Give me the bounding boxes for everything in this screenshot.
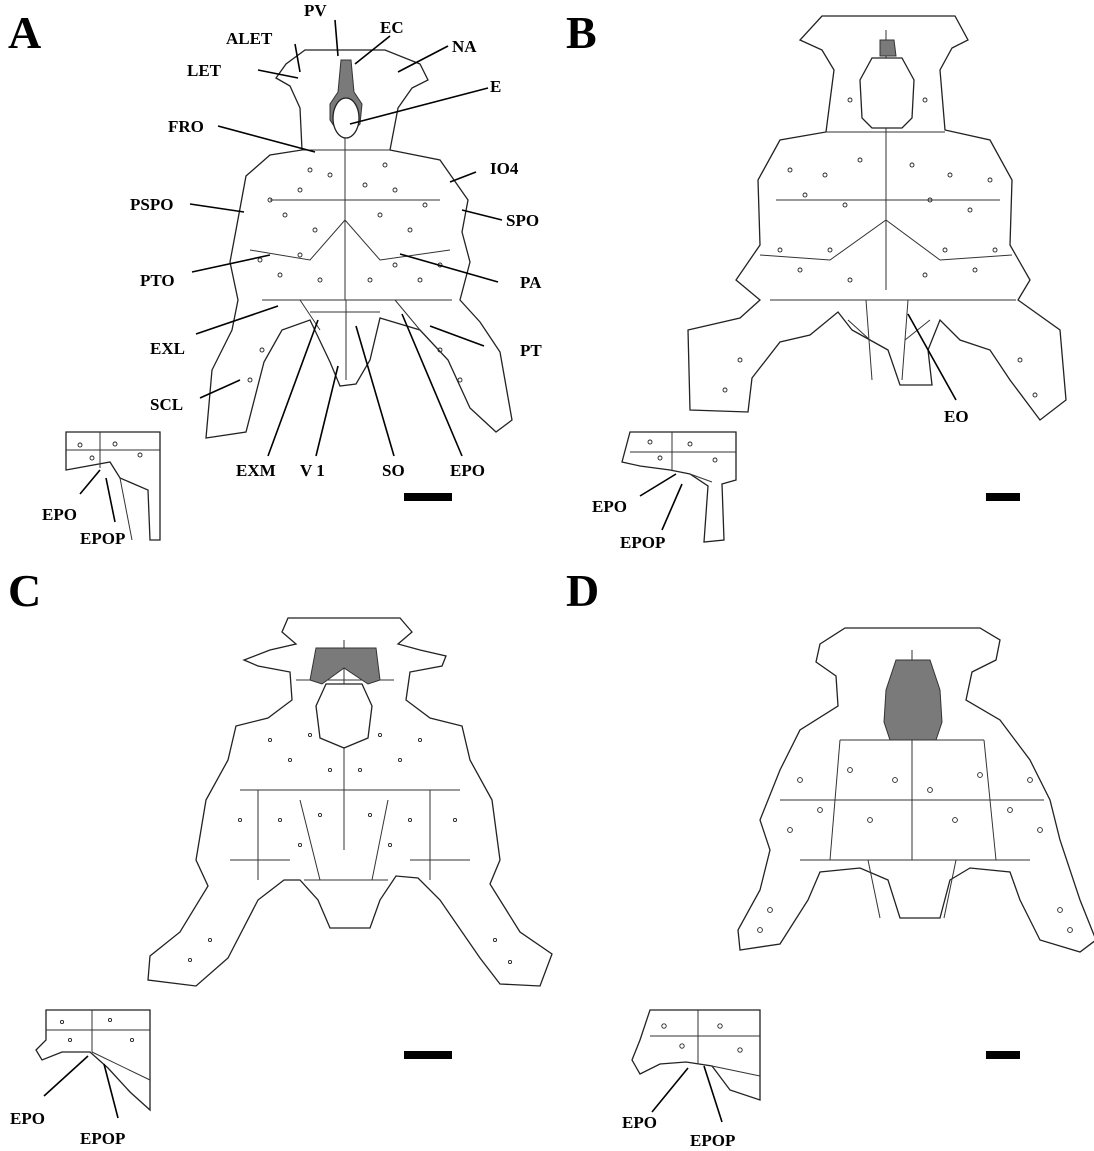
label-ec: EC: [380, 18, 404, 37]
ethmoid-shade-b: [880, 40, 896, 56]
label-eo: EO: [944, 407, 969, 426]
panel-c: C EPO EPOP: [8, 565, 552, 1148]
label-v1: V 1: [300, 461, 325, 480]
panel-letter-c: C: [8, 565, 41, 616]
inset-b-label-epop: EPOP: [620, 533, 665, 552]
inset-b: EPO EPOP: [592, 432, 736, 552]
inset-c-label-epop: EPOP: [80, 1129, 125, 1148]
inset-d-label-epop: EPOP: [690, 1131, 735, 1150]
label-scl: SCL: [150, 395, 183, 414]
inset-d-label-epo: EPO: [622, 1113, 657, 1132]
label-so: SO: [382, 461, 405, 480]
label-pt: PT: [520, 341, 542, 360]
scale-bar-a: [404, 493, 452, 501]
label-pto: PTO: [140, 271, 175, 290]
label-pv: PV: [304, 1, 327, 20]
label-pa: PA: [520, 273, 542, 292]
scale-bar-c: [404, 1051, 452, 1059]
inset-a-label-epop: EPOP: [80, 529, 125, 548]
label-e: E: [490, 77, 501, 96]
scale-bar-d: [986, 1051, 1020, 1059]
label-alet: ALET: [226, 29, 273, 48]
label-fro: FRO: [168, 117, 204, 136]
label-let: LET: [187, 61, 222, 80]
skull-c-outline: [148, 618, 552, 986]
inset-d: EPO EPOP: [622, 1010, 760, 1150]
ethmoid-cavity-c: [316, 684, 372, 748]
ethmoid-cavity-b: [860, 58, 914, 128]
label-spo: SPO: [506, 211, 539, 230]
label-io4: IO4: [490, 159, 519, 178]
panel-letter-d: D: [566, 565, 599, 616]
scale-bar-b: [986, 493, 1020, 501]
inset-b-label-epo: EPO: [592, 497, 627, 516]
ethmoid-shade-d: [884, 660, 942, 740]
inset-c: EPO EPOP: [10, 1010, 150, 1148]
panel-letter-a: A: [8, 7, 41, 58]
label-na: NA: [452, 37, 477, 56]
label-exm: EXM: [236, 461, 276, 480]
inset-a: EPO EPOP: [42, 432, 160, 548]
panel-letter-b: B: [566, 7, 597, 58]
inset-c-label-epo: EPO: [10, 1109, 45, 1128]
label-epo: EPO: [450, 461, 485, 480]
panel-a: A: [8, 1, 542, 548]
label-exl: EXL: [150, 339, 185, 358]
inset-a-label-epo: EPO: [42, 505, 77, 524]
label-pspo: PSPO: [130, 195, 173, 214]
panel-b: B EO EPO EPOP: [566, 7, 1066, 552]
ethmoid-cavity-a: [333, 98, 359, 138]
panel-d: D EPO EPOP: [566, 565, 1094, 1150]
